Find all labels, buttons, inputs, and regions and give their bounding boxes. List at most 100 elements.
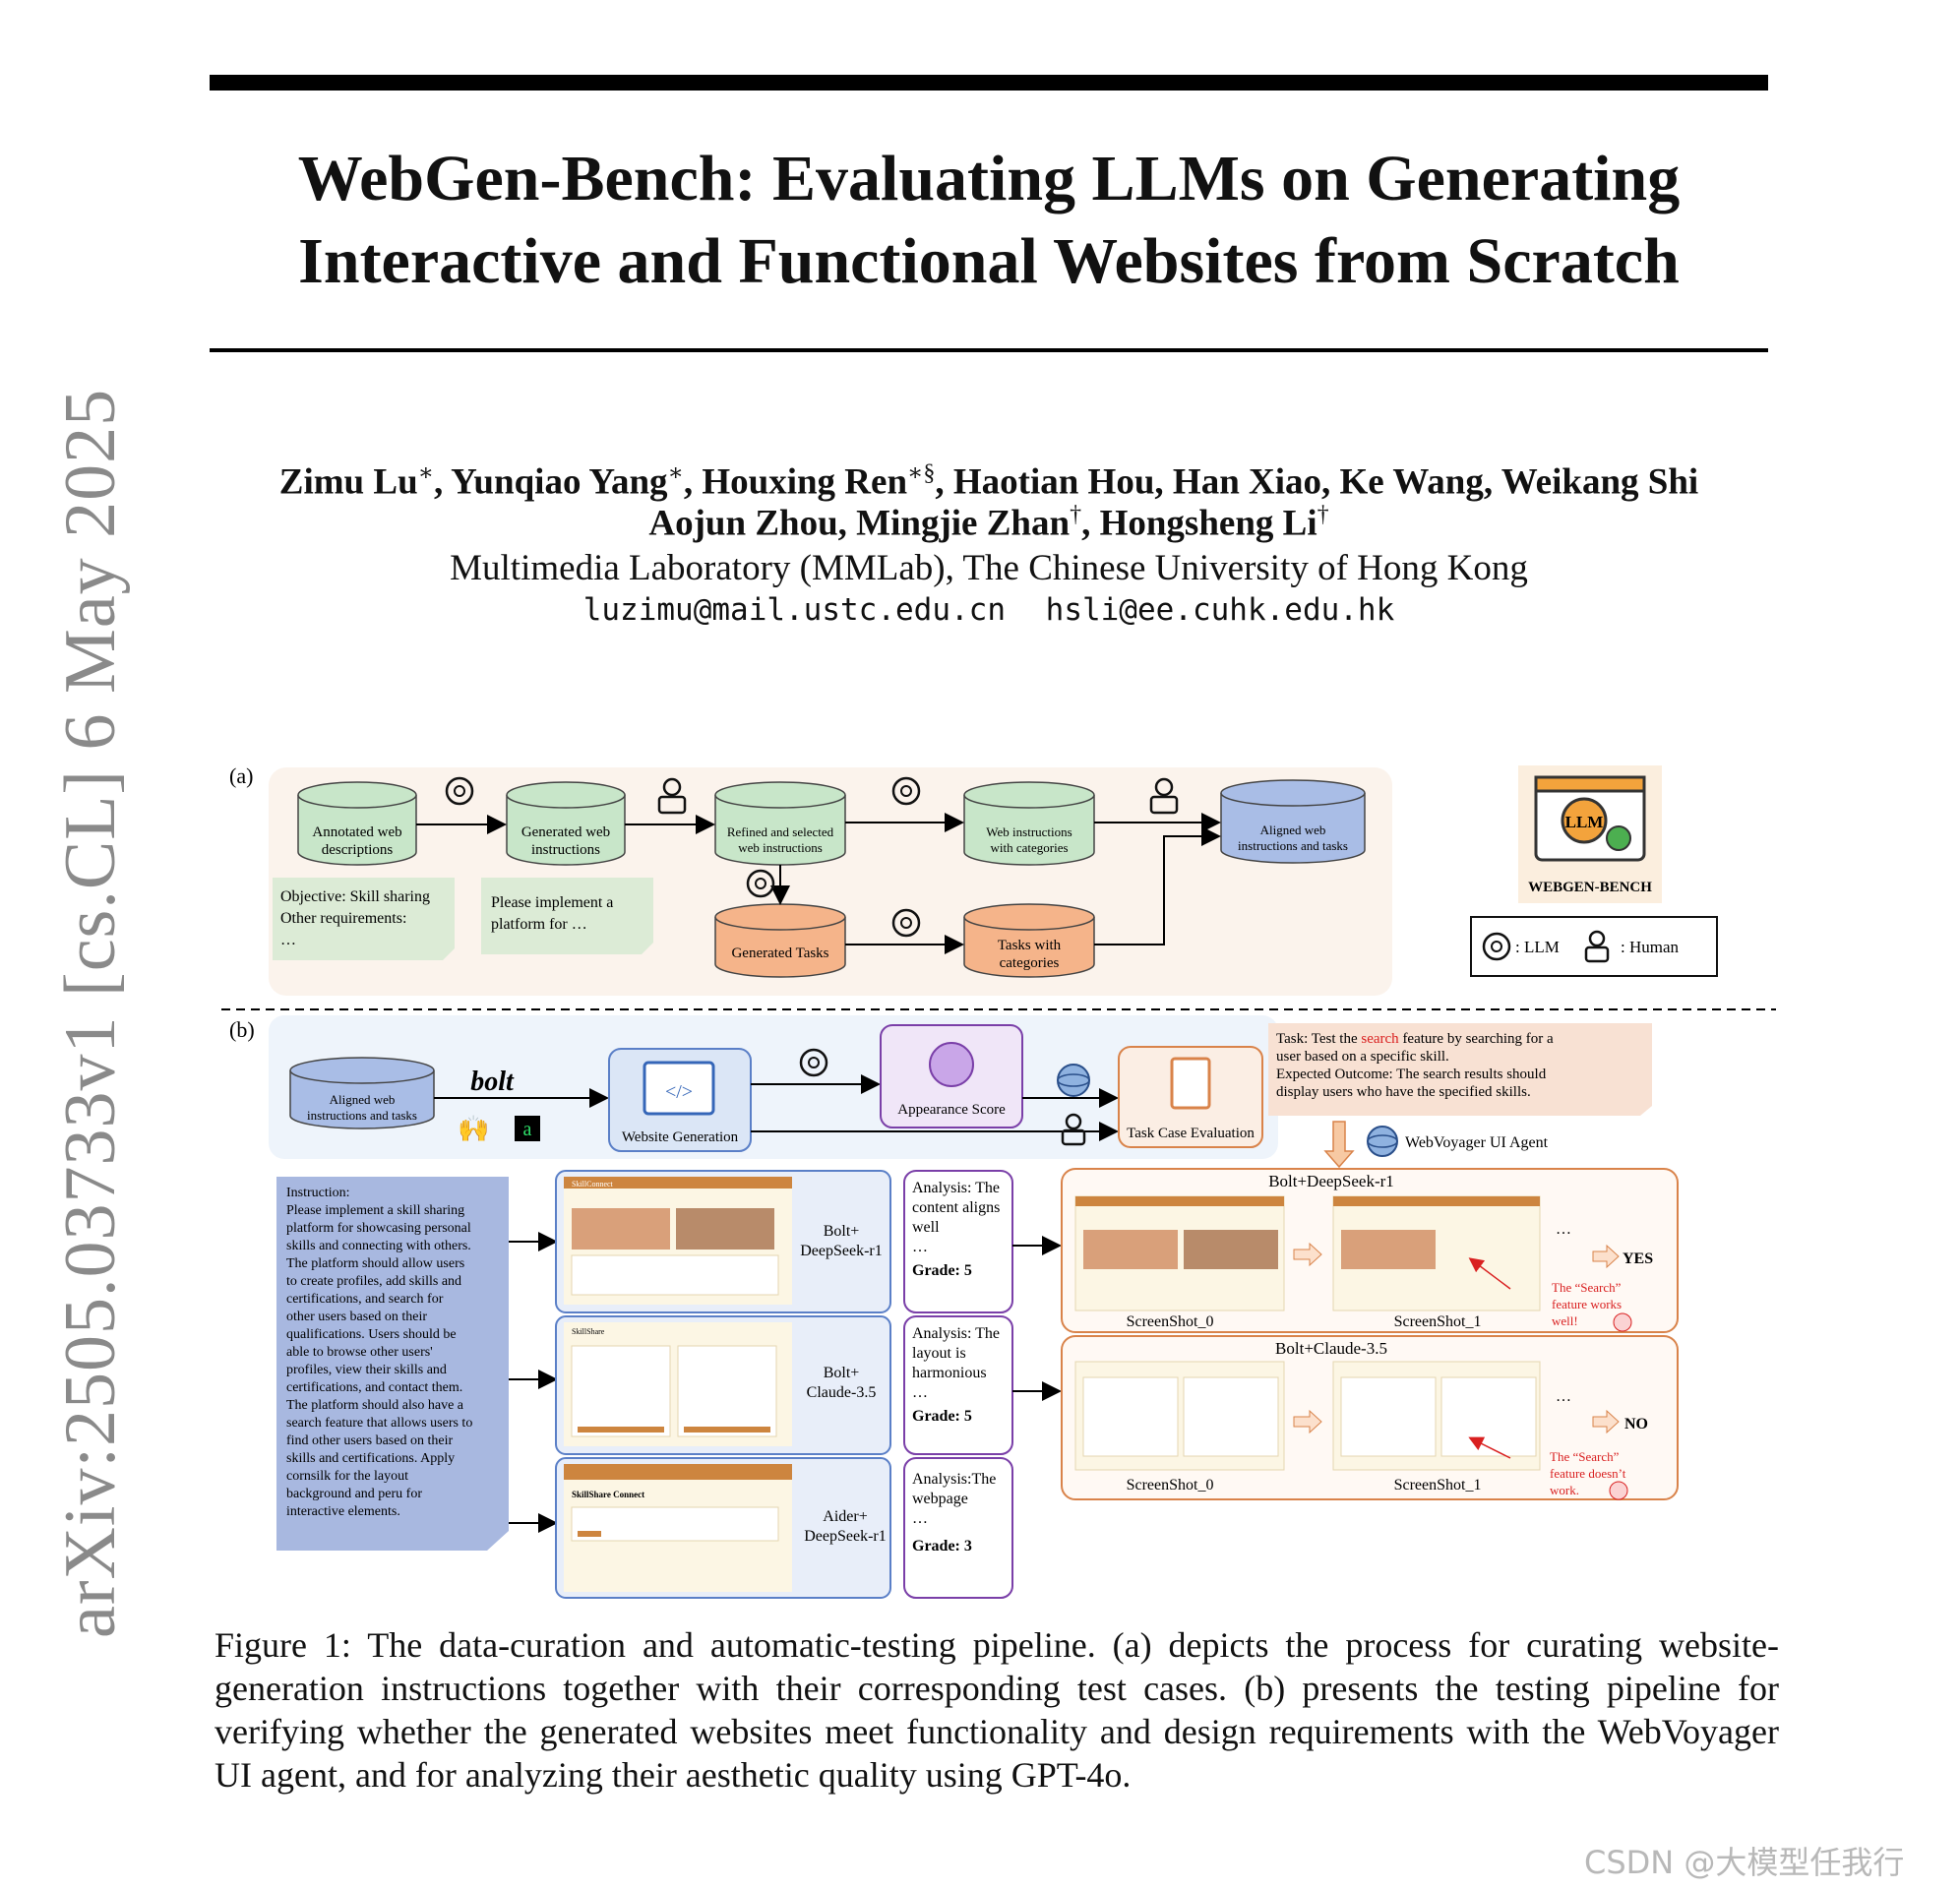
top-rule	[210, 75, 1768, 91]
screenshot-label: ScreenShot_1	[1394, 1313, 1482, 1330]
emails: luzimu@mail.ustc.edu.cn hsli@ee.cuhk.edu…	[210, 592, 1768, 628]
note-line: platform for …	[491, 916, 587, 933]
instruction-arrows	[509, 1232, 558, 1533]
analysis-line: Analysis: The	[912, 1325, 1000, 1342]
authors-line-1: Zimu Lu∗, Yunqiao Yang∗, Houxing Ren∗§, …	[278, 460, 1699, 503]
analysis-line: …	[912, 1239, 928, 1255]
instr-line: The platform should also have a	[286, 1398, 464, 1413]
cyl-label-l1: Web instructions	[986, 824, 1072, 839]
cyl-label-l2: with categories	[990, 840, 1068, 855]
cylinder-generated-instructions: Generated web instructions	[506, 781, 626, 866]
artist-icon	[929, 1042, 974, 1087]
cyl-label-l1: Annotated web	[312, 824, 401, 840]
author-name: Han Xiao	[1172, 461, 1322, 503]
paper-title: WebGen-Bench: Evaluating LLMs on Generat…	[210, 138, 1768, 303]
cyl-label-l1: Aligned web	[330, 1092, 396, 1107]
task-line-1: Task: Test the search feature by searchi…	[1276, 1031, 1554, 1047]
author-name: Zimu Lu	[278, 461, 418, 503]
verdict-arrow-icon	[1592, 1409, 1620, 1434]
model-name-l2: DeepSeek-r1	[804, 1528, 887, 1545]
model-name-l2: Claude-3.5	[807, 1384, 877, 1401]
model-name-l1: Aider+	[823, 1508, 867, 1525]
author-mark: ∗§	[907, 460, 936, 486]
cyl-label-l2: instructions and tasks	[307, 1108, 417, 1123]
cylinder-refined-instructions: Refined and selected web instructions	[714, 781, 846, 866]
legend-llm: : LLM	[1515, 938, 1560, 956]
analysis-box-3: Analysis:The webpage … Grade: 3	[903, 1457, 1013, 1599]
down-arrow	[1323, 1121, 1355, 1169]
author-name: Hongsheng Li	[1099, 503, 1317, 544]
watermark: CSDN @大模型任我行	[1584, 1844, 1905, 1881]
result-arrows	[1012, 1236, 1062, 1401]
cyl-label-l2: descriptions	[322, 842, 394, 858]
cyl-label-l2: instructions and tasks	[1238, 838, 1348, 853]
task-note: Task: Test the search feature by searchi…	[1268, 1023, 1652, 1116]
instr-line: able to browse other users'	[286, 1345, 433, 1360]
verdict: NO	[1624, 1416, 1648, 1433]
author-name: Houxing Ren	[702, 461, 908, 503]
screenshot-label: ScreenShot_0	[1127, 1313, 1214, 1330]
instruction-card: Instruction: Please implement a skill sh…	[276, 1177, 509, 1551]
result-bolt-deepseek: Bolt+DeepSeek-r1 ScreenShot_0 ScreenShot…	[1061, 1168, 1679, 1333]
appearance-score-box: Appearance Score	[880, 1024, 1023, 1128]
cylinder-aligned-b: Aligned web instructions and tasks	[289, 1057, 435, 1129]
note-objective: Objective: Skill sharing Other requireme…	[273, 878, 455, 960]
author-mark: †	[1317, 502, 1329, 527]
legend: : LLM : Human	[1470, 916, 1718, 977]
instr-line: other users based on their	[286, 1310, 427, 1324]
instr-line: find other users based on their	[286, 1433, 453, 1448]
author-mark: ∗	[667, 460, 684, 486]
author-name: Aojun Zhou	[648, 503, 838, 544]
panel-a-label: (a)	[229, 763, 253, 788]
instr-line: platform for showcasing personal	[286, 1221, 471, 1236]
author-name: Haotian Hou	[952, 461, 1155, 503]
email-1[interactable]: luzimu@mail.ustc.edu.cn	[582, 592, 1006, 628]
panel-b-label: (b)	[229, 1017, 255, 1042]
legend-human: : Human	[1621, 938, 1680, 956]
author-mark: †	[1070, 502, 1082, 527]
note-line: …	[280, 932, 296, 948]
cylinder-annotated-descriptions: Annotated web descriptions	[297, 781, 417, 866]
comment-line: The “Search”	[1550, 1449, 1620, 1464]
model-name-l2: DeepSeek-r1	[800, 1243, 883, 1259]
verdict: YES	[1623, 1250, 1653, 1267]
code-icon: </>	[665, 1081, 693, 1103]
webgen-bench-logo: LLM WEBGEN-BENCH	[1518, 765, 1662, 903]
instr-line: profiles, view their skills and	[286, 1363, 447, 1377]
ellipsis: …	[1556, 1221, 1571, 1238]
human-annotator-icon	[1061, 1113, 1086, 1146]
webvoyager-label: WebVoyager UI Agent	[1405, 1134, 1549, 1151]
analysis-line: webpage	[912, 1491, 968, 1507]
comment-line: well!	[1552, 1313, 1578, 1328]
openai-logo-icon	[1482, 932, 1511, 961]
human-annotator-icon	[657, 777, 687, 815]
panel-a-arrows	[416, 813, 1221, 954]
instr-line: The platform should allow users	[286, 1256, 464, 1271]
instr-line: search feature that allows users to	[286, 1416, 472, 1431]
checklist-icon	[1170, 1057, 1211, 1110]
screenshot-label: ScreenShot_1	[1394, 1477, 1482, 1494]
annotation-arrow	[1468, 1436, 1511, 1459]
cyl-label-l1: Generated web	[521, 824, 610, 840]
email-2[interactable]: hsli@ee.cuhk.edu.hk	[1045, 592, 1395, 628]
model-row-bolt-claude: SkillShare Bolt+ Claude-3.5	[555, 1315, 891, 1455]
bolt-logo: bolt	[470, 1067, 515, 1097]
happy-face-icon	[1613, 1312, 1632, 1332]
comment-line: work.	[1550, 1483, 1579, 1497]
aider-icon	[515, 1116, 540, 1141]
instr-line: qualifications. Users should be	[286, 1327, 457, 1342]
openai-logo-icon	[445, 776, 474, 806]
instr-line: skills and certifications. Apply	[286, 1451, 455, 1466]
note-line: Other requirements:	[280, 910, 406, 927]
analysis-box-1: Analysis: The content aligns well … Grad…	[903, 1170, 1013, 1313]
arxiv-stamp: arXiv:2505.03733v1 [cs.CL] 6 May 2025	[50, 388, 131, 1638]
sad-face-icon	[1609, 1481, 1628, 1500]
task-case-evaluation-box: Task Case Evaluation	[1118, 1046, 1263, 1148]
verdict-arrow-icon	[1592, 1244, 1620, 1269]
instr-line: certifications, and search for	[286, 1292, 444, 1307]
cyl-label-l2: web instructions	[738, 840, 823, 855]
cylinder-generated-tasks: Generated Tasks	[714, 903, 846, 978]
screenshot-label: ScreenShot_0	[1127, 1477, 1214, 1494]
grade: Grade: 3	[912, 1538, 972, 1555]
ellipsis: …	[1556, 1388, 1571, 1405]
